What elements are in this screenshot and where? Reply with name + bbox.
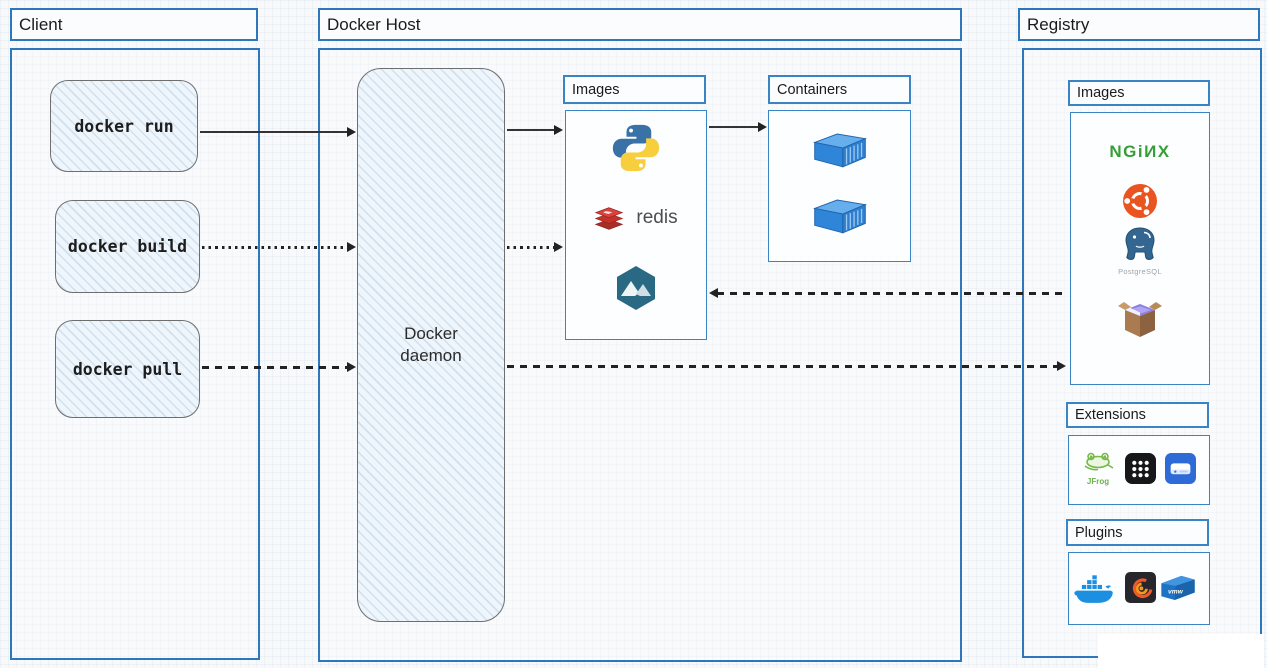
plugins-panel-title-bar: Plugins (1066, 519, 1209, 546)
extensions-panel-title: Extensions (1075, 407, 1146, 423)
plugins-panel-title: Plugins (1075, 524, 1123, 541)
registry-images-panel-title: Images (1077, 85, 1125, 101)
host-images-panel-box (565, 110, 707, 340)
arrow-daemon-to-registry (507, 365, 1058, 368)
docker-daemon-label: Docker daemon (400, 323, 462, 365)
grafana-logo-icon (1125, 572, 1156, 603)
ubuntu-logo-icon (1123, 184, 1157, 218)
postgresql-caption: PostgreSQL (1118, 267, 1162, 276)
containers-panel-title-bar: Containers (768, 75, 911, 104)
docker-run-label: docker run (74, 116, 174, 136)
arrow-docker-pull-to-daemon (202, 366, 348, 369)
alpine-linux-logo-icon (617, 266, 655, 310)
redis-row: redis (565, 202, 707, 234)
arrow-docker-build-to-daemon (202, 246, 348, 249)
jfrog-caption: JFrog (1086, 477, 1110, 486)
client-title: Client (19, 14, 63, 34)
docker-pull-node: docker pull (55, 320, 200, 418)
docker-daemon-node: Docker daemon (357, 68, 505, 622)
docker-run-node: docker run (50, 80, 198, 172)
postgresql-logo-icon (1125, 227, 1155, 261)
host-images-panel-title: Images (572, 81, 620, 98)
client-title-bar: Client (10, 8, 258, 41)
extensions-panel-title-bar: Extensions (1066, 402, 1209, 428)
watermark-patch (1098, 634, 1264, 668)
jfrog-frog-glyph (1084, 452, 1114, 471)
container-3d-icon (812, 133, 867, 168)
arrow-docker-run-to-daemon (200, 131, 348, 134)
arrow-daemon-to-images-run (507, 129, 555, 132)
nginx-wordmark: NGiИX (1109, 142, 1171, 161)
vmware-logo-icon: vmw (1161, 575, 1195, 600)
registry-images-panel-title-bar: Images (1068, 80, 1210, 106)
containers-panel-title: Containers (777, 81, 848, 98)
container-3d-icon (812, 199, 867, 234)
python-logo-icon (612, 124, 660, 172)
docker-whale-icon (1074, 575, 1113, 603)
host-images-panel-title-bar: Images (563, 75, 706, 104)
docker-build-label: docker build (67, 237, 188, 256)
jfrog-logo-icon: JFrog (1080, 448, 1116, 486)
arrow-images-to-containers (709, 126, 759, 129)
docker-host-title-bar: Docker Host (318, 8, 962, 41)
registry-title-bar: Registry (1018, 8, 1260, 41)
docker-build-node: docker build (55, 200, 200, 293)
dialpad-app-icon (1125, 453, 1156, 484)
open-box-icon (1118, 302, 1162, 337)
redis-label: redis (636, 207, 678, 228)
svg-text:vmw: vmw (1168, 588, 1184, 595)
arrow-daemon-to-images-build (507, 246, 555, 249)
redis-logo-icon (595, 206, 624, 230)
storage-app-icon (1165, 453, 1196, 484)
registry-title: Registry (1027, 14, 1090, 34)
docker-pull-label: docker pull (72, 359, 183, 379)
docker-host-title: Docker Host (327, 14, 421, 34)
arrow-registry-to-images (717, 292, 1066, 295)
